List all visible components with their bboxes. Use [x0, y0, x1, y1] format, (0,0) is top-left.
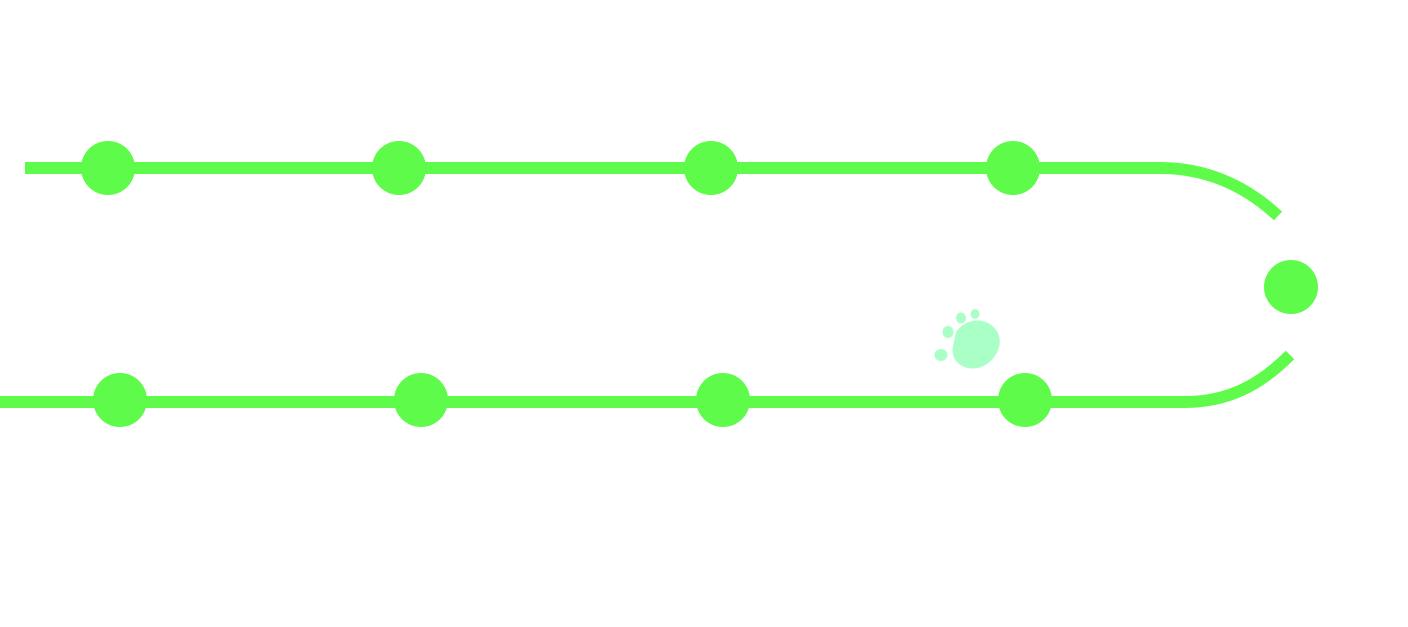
- path-node-bottom-4[interactable]: [998, 373, 1052, 427]
- path-node-top-1[interactable]: [81, 141, 135, 195]
- bottom-track-line: [0, 350, 1295, 408]
- top-node-row: [81, 141, 1040, 195]
- path-node-bottom-3[interactable]: [696, 373, 750, 427]
- paw-toe-4: [970, 309, 980, 319]
- paw-pad: [952, 320, 1000, 369]
- path-node-top-4[interactable]: [986, 141, 1040, 195]
- path-track: [0, 162, 1295, 408]
- paw-toe-1: [934, 349, 948, 361]
- top-track-line: [25, 162, 1283, 221]
- bottom-node-row: [93, 373, 1052, 427]
- paw-toe-2: [942, 326, 954, 338]
- path-node-top-3[interactable]: [684, 141, 738, 195]
- paw-toe-3: [956, 312, 966, 324]
- path-node-bottom-1[interactable]: [93, 373, 147, 427]
- path-node-turn[interactable]: [1264, 260, 1318, 314]
- path-node-top-2[interactable]: [372, 141, 426, 195]
- path-node-bottom-2[interactable]: [394, 373, 448, 427]
- paw-print-icon: [934, 309, 1000, 369]
